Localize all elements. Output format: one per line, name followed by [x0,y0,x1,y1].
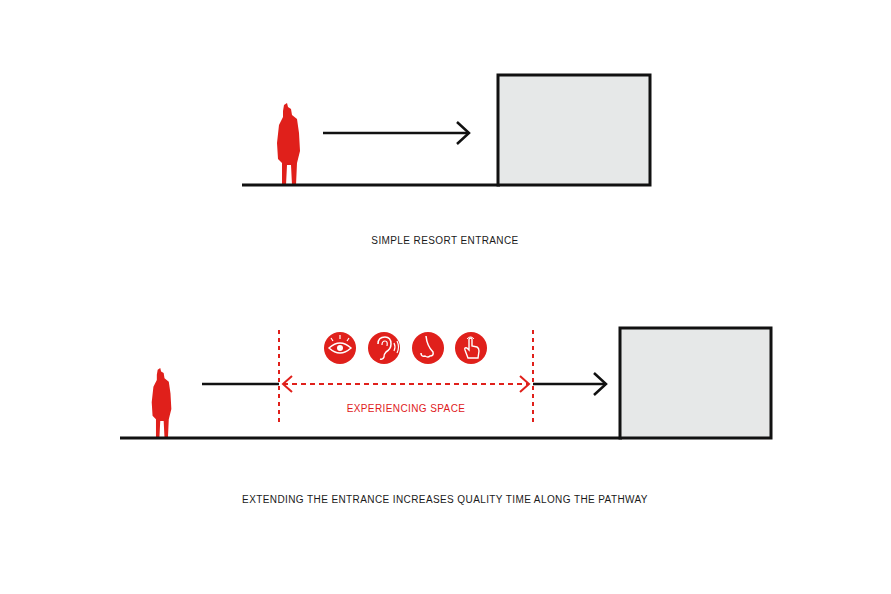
person-figure [277,103,300,185]
arrow-head [520,376,529,392]
arrow-head [594,373,606,395]
ground-line [120,437,622,440]
eye-icon [324,332,356,364]
caption: EXTENDING THE ENTRANCE INCREASES QUALITY… [242,494,648,505]
boundary-line [278,330,280,426]
region-label: EXPERIENCING SPACE [347,403,466,414]
arrow-head [283,376,292,392]
span-line [283,383,529,385]
arrow-head [457,122,469,144]
building-box [620,328,771,438]
arrow-line [533,383,606,386]
nose-icon [412,332,444,364]
arrow-line [323,132,469,135]
simple-entrance [242,75,650,185]
arrow-line [202,383,279,386]
ear-icon [368,332,400,364]
person-figure [152,368,172,438]
ground-line [242,184,500,187]
hand-icon [455,332,487,364]
extended-entrance [120,328,771,438]
caption: SIMPLE RESORT ENTRANCE [371,235,518,246]
boundary-line [532,330,534,426]
building-box [498,75,650,185]
